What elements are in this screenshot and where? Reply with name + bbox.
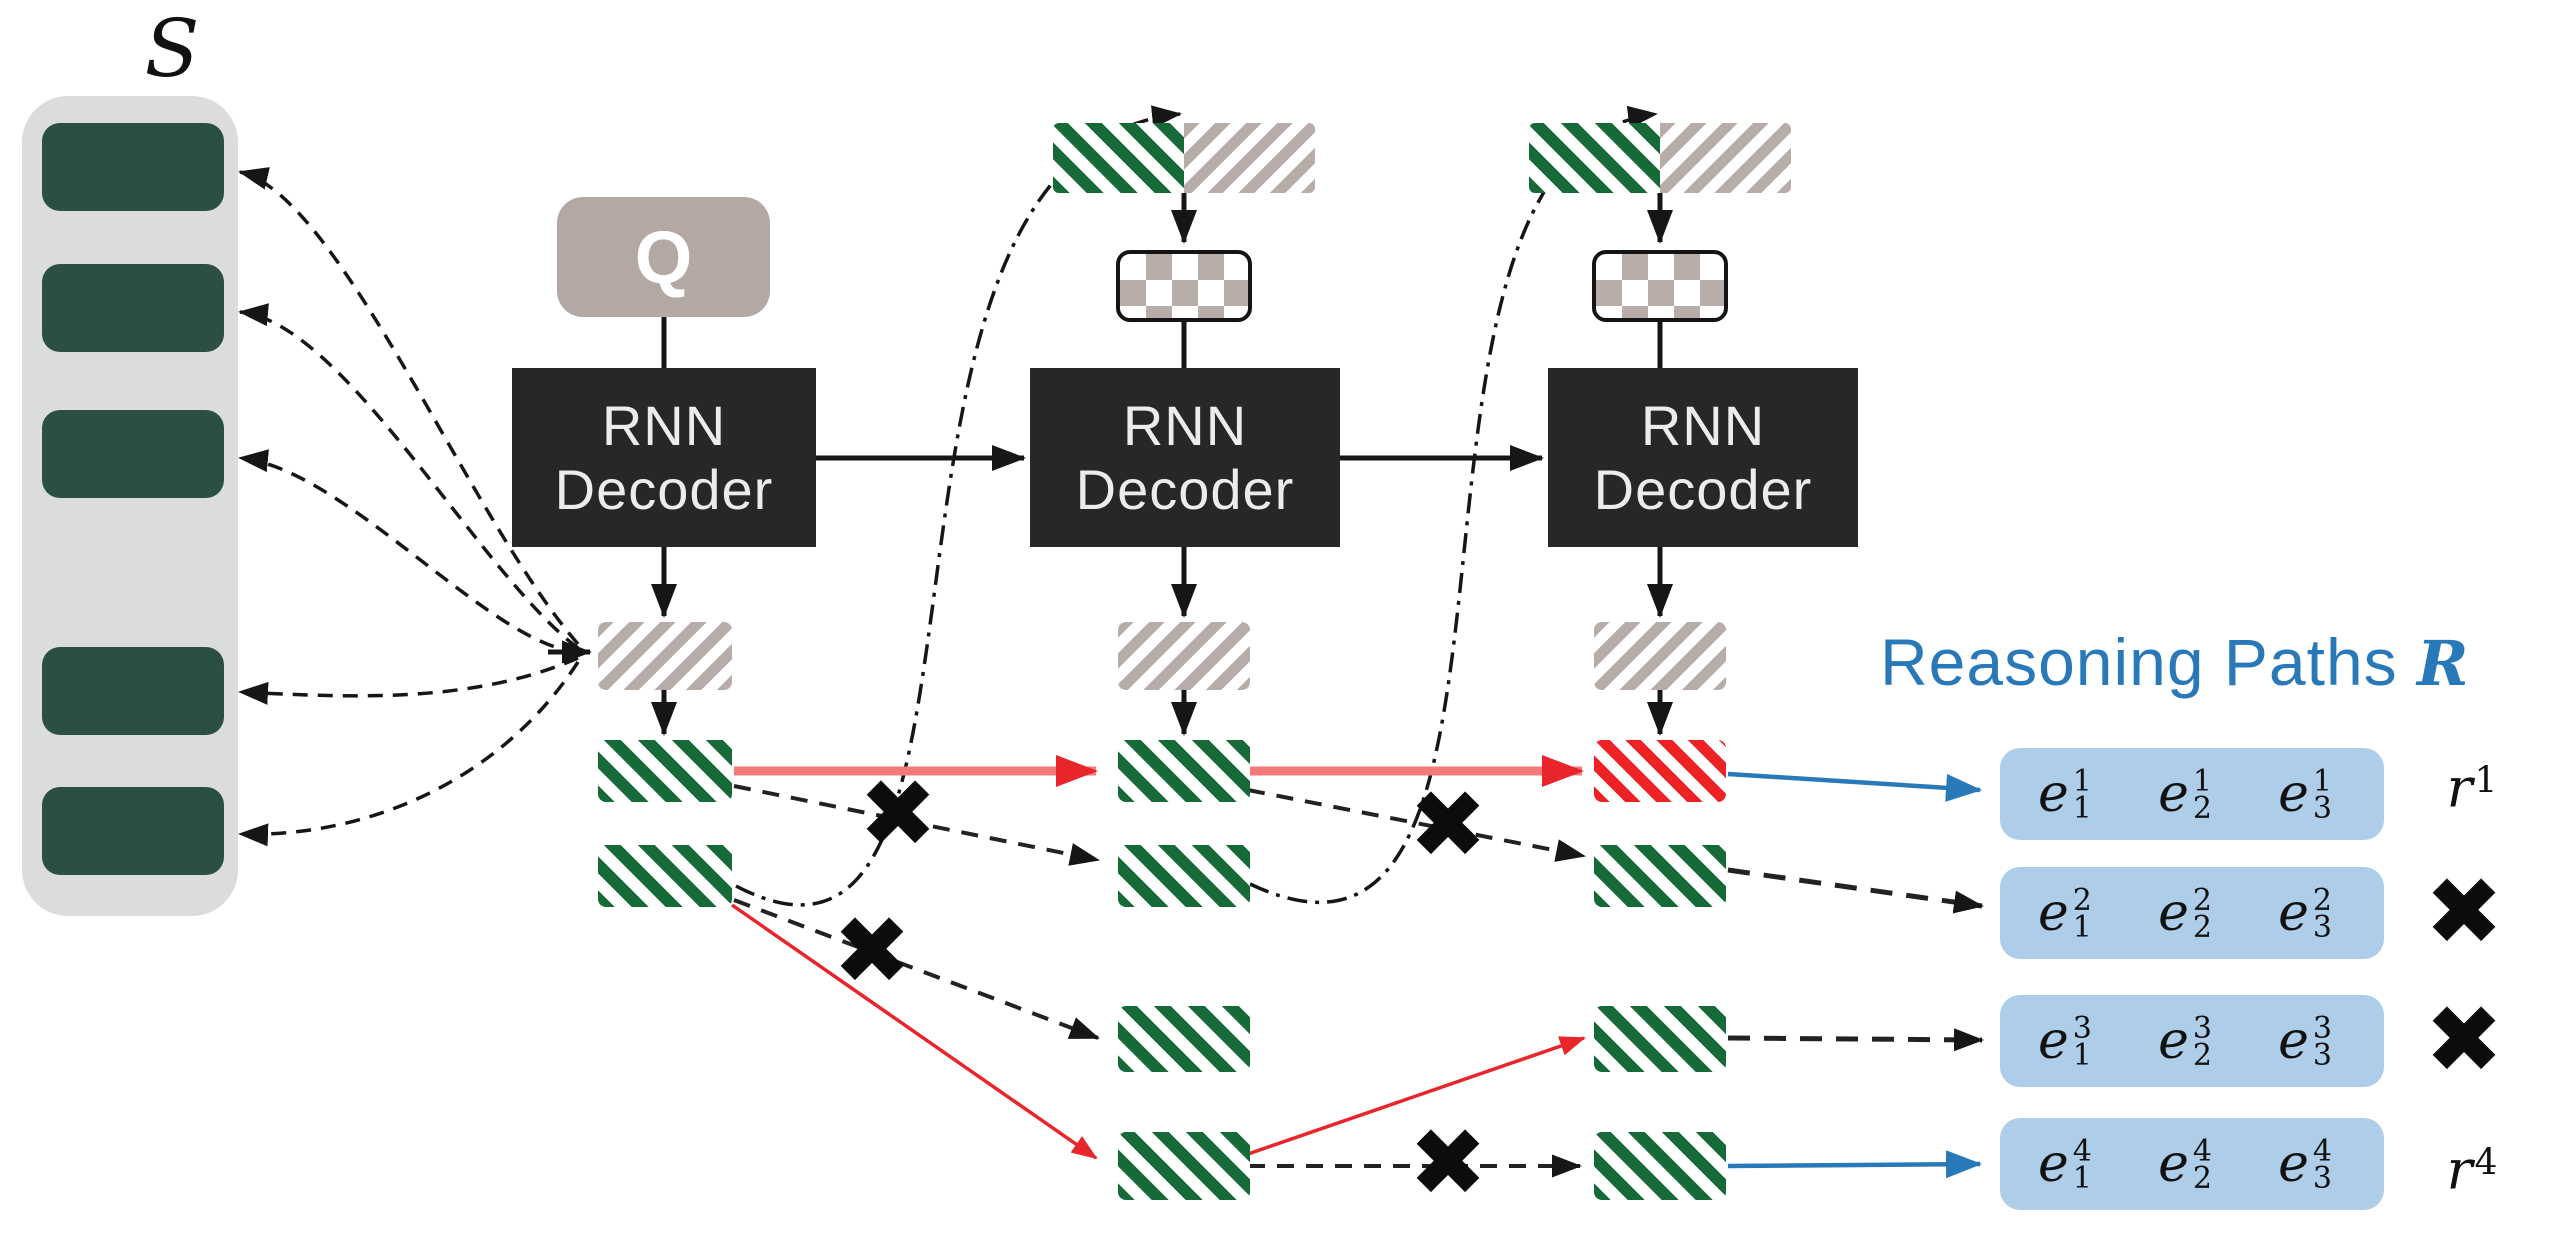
decoder-label-line2: Decoder	[1075, 457, 1295, 521]
query-box: Q	[557, 197, 770, 317]
attention-arrows	[238, 167, 580, 847]
prune-cross-4: ✖	[1408, 1109, 1488, 1218]
source-item	[42, 647, 224, 735]
next-input-box-3	[1529, 123, 1791, 193]
source-item	[42, 787, 224, 875]
path-label-cross-3: ✖	[2424, 986, 2504, 1095]
candidate-step1-second	[598, 845, 732, 907]
hidden-state-2	[1118, 622, 1250, 690]
reasoning-paths-title: Reasoning Paths R	[1880, 626, 2570, 700]
hidden-state-half	[1660, 123, 1791, 193]
candidate-step3-path4	[1594, 1132, 1726, 1200]
next-input-box-2	[1053, 123, 1315, 193]
source-item	[42, 410, 224, 498]
gated-state-box-2	[1116, 250, 1252, 322]
source-item	[42, 264, 224, 352]
candidate-step2-path1	[1118, 740, 1250, 802]
hidden-state-3	[1594, 622, 1726, 690]
source-set-label: S	[144, 2, 200, 95]
hidden-state-1	[598, 622, 732, 690]
prune-cross-3: ✖	[1408, 771, 1488, 880]
selected-token-half	[1053, 123, 1184, 193]
source-memory-panel	[22, 96, 238, 916]
decoder-label-line1: RNN	[1122, 393, 1248, 457]
decoder-label-line1: RNN	[601, 393, 727, 457]
rnn-decoder-1: RNN Decoder	[512, 368, 816, 547]
candidate-step2-path2	[1118, 845, 1250, 907]
red-transition-arrows	[731, 903, 1586, 1160]
rnn-decoder-3: RNN Decoder	[1548, 368, 1858, 547]
candidate-step3-path3	[1594, 1006, 1726, 1072]
gated-state-box-3	[1592, 250, 1728, 322]
candidate-step3-path2	[1594, 845, 1726, 907]
candidate-step2-path4	[1118, 1132, 1250, 1200]
candidate-step1-top	[598, 740, 732, 802]
rejected-path-arrows	[1727, 867, 1984, 1052]
title-text: Reasoning Paths	[1880, 625, 2398, 699]
decoder-label-line2: Decoder	[1593, 457, 1813, 521]
prune-cross-2: ✖	[832, 897, 912, 1006]
path-label-r4: r4	[2446, 1138, 2498, 1202]
decoder-label-line2: Decoder	[554, 457, 774, 521]
candidate-step2-path3	[1118, 1006, 1250, 1072]
candidate-step3-path1-answer	[1594, 740, 1726, 802]
hidden-state-half	[1184, 123, 1315, 193]
accepted-path-arrows	[1727, 771, 1982, 1179]
source-item	[42, 123, 224, 211]
pruned-branch-arrows	[733, 784, 1586, 1178]
rnn-decoder-2: RNN Decoder	[1030, 368, 1340, 547]
title-symbol: R	[2417, 627, 2470, 700]
selected-token-half	[1529, 123, 1660, 193]
prune-cross-1: ✖	[858, 760, 938, 869]
feedback-loops	[735, 105, 1658, 907]
path-label-r1: r1	[2446, 756, 2498, 820]
path-label-cross-2: ✖	[2424, 858, 2504, 967]
decoder-label-line1: RNN	[1640, 393, 1766, 457]
